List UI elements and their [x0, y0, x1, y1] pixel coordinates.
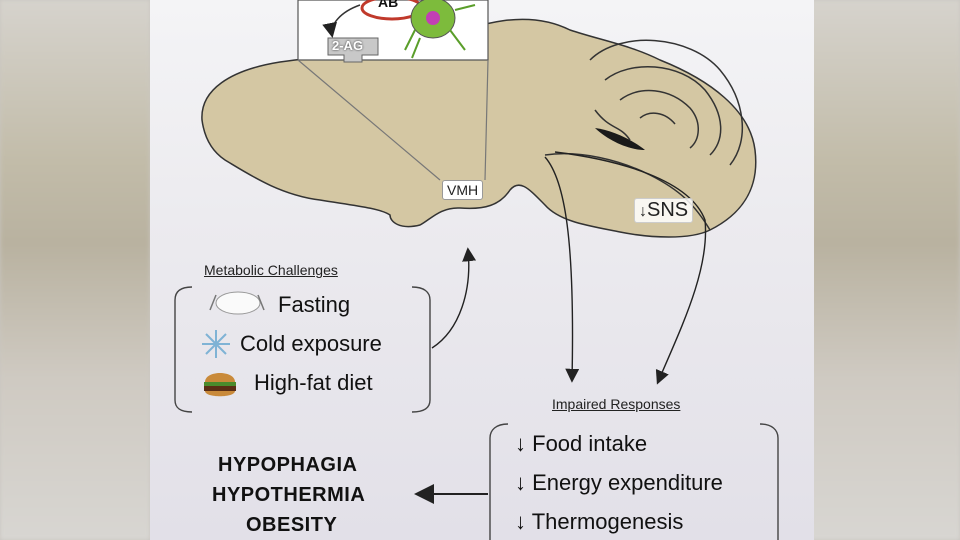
outcome-hypothermia: HYPOTHERMIA [212, 484, 366, 506]
challenges-bracket-left [174, 286, 193, 413]
diagram-panel: AB 2-AG VMH ↓SNS Metabolic Challenges Fa… [150, 0, 814, 540]
response-item-thermo-text: Thermogenesis [531, 509, 684, 534]
brain-dark-fold [595, 128, 645, 150]
response-down-arrow-2: ↓ [515, 470, 526, 495]
response-down-arrow-3: ↓ [515, 509, 526, 534]
diagram-graphics [174, 0, 779, 540]
sns-down-arrow: ↓ [639, 203, 647, 220]
responses-bracket-left [489, 423, 509, 540]
challenge-item-highfat: High-fat diet [254, 370, 373, 395]
outcome-obesity: OBESITY [246, 514, 338, 536]
responses-title: Impaired Responses [552, 396, 681, 412]
brain-to-responses-arrow-2 [554, 151, 707, 385]
cerebellum-folds [589, 39, 743, 166]
responses-bracket-right [759, 423, 779, 540]
inset-projection-right [484, 59, 489, 181]
outcome-hypophagia: HYPOPHAGIA [218, 454, 358, 476]
response-item-energy-text: Energy expenditure [532, 470, 723, 495]
neuron-nucleus [426, 11, 440, 25]
plate-icon [209, 291, 265, 315]
brain-to-responses-arrow-1 [544, 156, 580, 383]
blurred-background-right [810, 0, 960, 540]
response-down-arrow-1: ↓ [515, 431, 526, 456]
challenges-to-vmh-arrow [431, 247, 477, 349]
vmh-label: VMH [442, 180, 484, 200]
sns-label: SNS [647, 199, 689, 221]
two-ag-block [327, 37, 379, 63]
response-item-thermo: ↓ Thermogenesis [515, 509, 683, 535]
response-item-energy: ↓ Energy expenditure [515, 470, 723, 496]
inset-partial-label: AB [378, 0, 399, 10]
challenge-item-cold: Cold exposure [240, 331, 382, 356]
challenges-title: Metabolic Challenges [204, 262, 338, 278]
challenges-bracket-right [411, 286, 431, 413]
inset-curved-arrow [322, 4, 361, 38]
two-ag-label: 2-AG [332, 38, 364, 53]
blurred-background-left [0, 0, 150, 540]
inset-projection-left [297, 59, 441, 181]
response-item-food-text: Food intake [532, 431, 648, 456]
response-item-food: ↓ Food intake [515, 431, 647, 457]
burger-icon [204, 373, 236, 397]
sns-label-box: ↓SNS [634, 198, 694, 223]
neuron-dendrites [404, 4, 476, 59]
snowflake-icon [202, 330, 230, 358]
challenge-item-fasting: Fasting [278, 292, 351, 317]
